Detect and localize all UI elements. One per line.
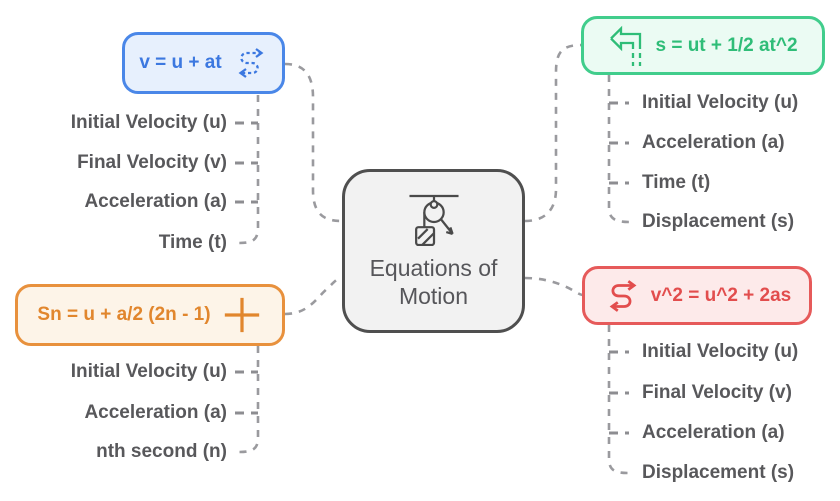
formula-label: s = ut + 1/2 at^2 [655, 34, 798, 56]
item-label[interactable]: Time (t) [642, 172, 711, 193]
branch-node-v-u-at[interactable]: v = u + at [122, 32, 285, 94]
formula-label: v = u + at [139, 52, 222, 73]
item-label[interactable]: Acceleration (a) [642, 132, 785, 153]
item-label[interactable]: Acceleration (a) [642, 422, 785, 443]
wire-topright-to-center [524, 43, 583, 223]
branch-node-v2[interactable]: v^2 = u^2 + 2as [582, 266, 812, 325]
item-label[interactable]: Final Velocity (v) [77, 152, 227, 173]
item-label[interactable]: Initial Velocity (u) [642, 341, 799, 362]
rail-topleft [238, 95, 260, 245]
item-label[interactable]: Displacement (s) [642, 462, 795, 483]
formula-label: Sn = u + a/2 (2n - 1) [37, 304, 211, 325]
center-title: Equations of Motion [369, 255, 498, 309]
formula-label: v^2 = u^2 + 2as [650, 284, 792, 306]
rail-topright [607, 75, 630, 224]
item-label[interactable]: Final Velocity (v) [642, 382, 792, 403]
s-curve-dashed-arrow-icon [238, 48, 264, 78]
wire-bottomright-to-center [524, 276, 584, 297]
wire-topleft-to-center [284, 62, 342, 223]
branch-node-sn[interactable]: Sn = u + a/2 (2n - 1) [15, 284, 285, 346]
pulley-icon [408, 194, 459, 246]
item-label[interactable]: Acceleration (a) [84, 191, 227, 212]
item-label[interactable]: Acceleration (a) [84, 402, 227, 423]
branch-node-s-ut-at2[interactable]: s = ut + 1/2 at^2 [581, 16, 825, 75]
item-label[interactable]: Time (t) [158, 232, 227, 253]
wire-bottomleft-to-center [284, 276, 342, 316]
s-curve-arrow-icon [609, 279, 637, 312]
rail-bottomright [607, 325, 630, 475]
plus-icon [224, 297, 259, 333]
item-label[interactable]: Initial Velocity (u) [70, 361, 227, 382]
item-label[interactable]: Initial Velocity (u) [642, 92, 799, 113]
item-label[interactable]: Initial Velocity (u) [70, 112, 227, 133]
center-node[interactable]: Equations of Motion [342, 169, 525, 333]
item-label[interactable]: Displacement (s) [642, 211, 795, 232]
item-label[interactable]: nth second (n) [96, 441, 227, 462]
rail-bottomleft [238, 346, 260, 454]
corner-left-arrow-icon [610, 25, 642, 66]
